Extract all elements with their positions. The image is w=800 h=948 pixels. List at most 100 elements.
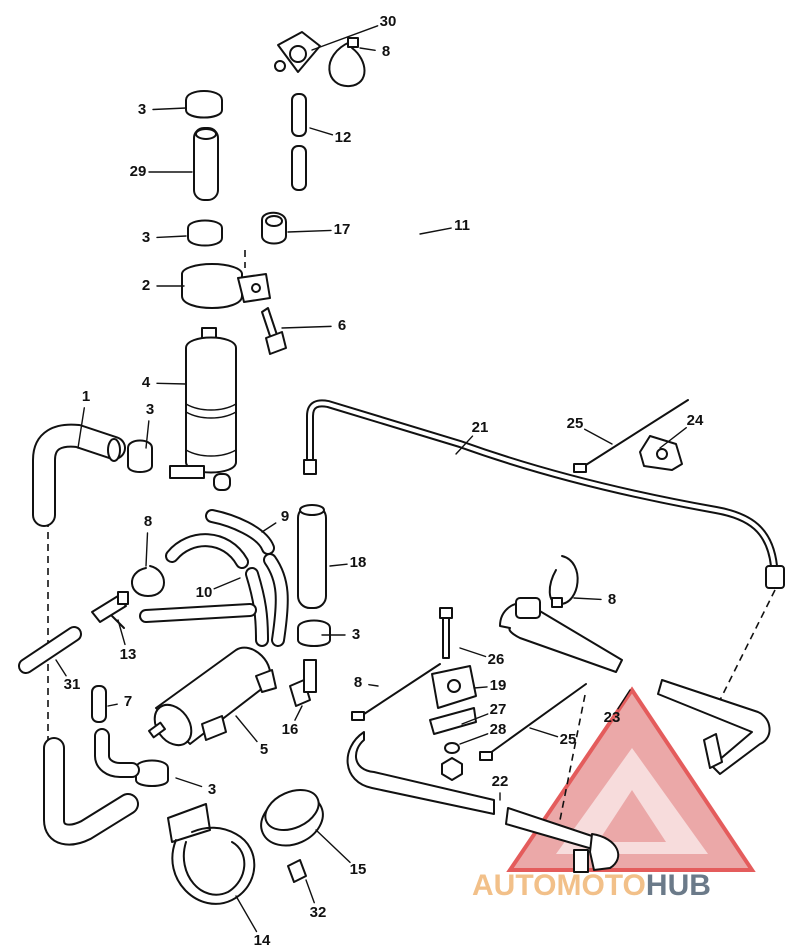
label-32: 32	[310, 904, 327, 921]
leader-30	[311, 25, 379, 51]
leader-25b	[529, 727, 559, 738]
label-3b: 3	[142, 229, 150, 246]
leader-9	[261, 522, 277, 533]
label-12: 12	[335, 129, 352, 146]
leader-10	[213, 577, 241, 590]
part-22-fuel-line	[346, 731, 620, 873]
leader-8a	[359, 47, 376, 52]
leader-4	[156, 382, 187, 385]
label-3a: 3	[138, 101, 146, 118]
label-30: 30	[380, 13, 397, 30]
part-13-fitting	[91, 591, 129, 629]
label-18: 18	[350, 554, 367, 571]
part-9-10-hoses	[139, 509, 289, 647]
part-11-long-hose	[318, 70, 416, 556]
leader-3c	[145, 420, 150, 449]
part-4-fuel-filter	[169, 327, 237, 491]
label-5: 5	[260, 741, 268, 758]
label-3e: 3	[208, 781, 216, 798]
label-31: 31	[64, 676, 81, 693]
part-16-elbow	[289, 659, 317, 707]
part-3-clamps	[127, 90, 331, 787]
leader-15	[315, 829, 351, 864]
leader-23	[617, 689, 631, 710]
watermark-text: AUTOMOTOHUB	[472, 869, 711, 902]
label-24: 24	[687, 412, 704, 429]
leader-18	[329, 563, 348, 567]
part-5-canister	[147, 646, 277, 747]
label-4: 4	[142, 374, 151, 391]
leader-11	[419, 227, 452, 235]
leader-5	[235, 715, 258, 743]
label-25a: 25	[567, 415, 584, 432]
leader-31	[55, 659, 67, 677]
leader-13	[117, 619, 126, 646]
leader-3b	[156, 235, 187, 239]
part-23-fuel-line	[499, 597, 771, 775]
svg-text:AUTOMOTOHUB: AUTOMOTOHUB	[472, 869, 711, 902]
part-25-cable-ties	[479, 399, 689, 761]
leader-26	[459, 647, 487, 658]
label-6: 6	[338, 317, 346, 334]
label-15: 15	[350, 861, 367, 878]
leader-32	[305, 879, 315, 904]
part-30-fitting	[274, 31, 321, 73]
leader-21	[455, 435, 474, 455]
label-21: 21	[472, 419, 489, 436]
part-17-grommet	[261, 211, 287, 245]
label-8a: 8	[382, 43, 390, 60]
label-23: 23	[604, 709, 621, 726]
label-22: 22	[492, 773, 509, 790]
label-8b: 8	[144, 513, 152, 530]
label-16: 16	[282, 721, 299, 738]
label-8d: 8	[354, 674, 362, 691]
label-14: 14	[254, 932, 271, 948]
watermark-text-moto: MOTO	[556, 869, 645, 902]
part-7-hoses	[91, 685, 140, 778]
leader-24	[659, 427, 687, 449]
label-29: 29	[130, 163, 147, 180]
leader-3a	[152, 107, 187, 111]
leader-8c	[573, 597, 602, 601]
part-24-grommet	[639, 435, 683, 471]
leader-lines	[55, 25, 687, 933]
label-8c: 8	[608, 591, 616, 608]
leader-25a	[583, 428, 613, 445]
leader-6	[281, 325, 332, 329]
label-13: 13	[120, 646, 137, 663]
leader-14	[235, 895, 258, 933]
label-17: 17	[334, 221, 351, 238]
part-6-bolt	[261, 307, 287, 355]
part-2-bracket	[181, 263, 271, 309]
part-12-hoses	[291, 93, 307, 191]
label-27: 27	[490, 701, 507, 718]
leader-8d	[368, 683, 379, 687]
watermark-text-hub: HUB	[646, 869, 711, 902]
label-3c: 3	[146, 401, 154, 418]
leader-27	[461, 713, 489, 725]
label-19: 19	[490, 677, 507, 694]
leader-28	[459, 733, 489, 745]
part-32-screw	[287, 859, 307, 883]
part-1-elbow-hose	[32, 423, 126, 527]
part-8-clip-top	[328, 37, 366, 88]
part-29-hose	[193, 127, 219, 201]
label-9: 9	[281, 508, 289, 525]
watermark-text-auto: AUTO	[472, 869, 556, 902]
part-8-clips	[131, 555, 579, 721]
part-14-large-clamp	[167, 803, 256, 905]
label-11: 11	[454, 217, 470, 234]
leader-8b	[145, 532, 149, 567]
leader-12	[309, 127, 334, 136]
part-26-19-27-28-hardware	[429, 607, 477, 781]
label-2: 2	[142, 277, 150, 294]
part-15-sleeve	[260, 788, 324, 847]
leader-7	[107, 703, 118, 707]
part-21-fuel-line	[303, 399, 785, 589]
leader-3e	[175, 777, 203, 788]
leader-16	[294, 705, 303, 721]
label-26: 26	[488, 651, 505, 668]
part-18-hose	[297, 504, 327, 609]
label-28: 28	[490, 721, 507, 738]
